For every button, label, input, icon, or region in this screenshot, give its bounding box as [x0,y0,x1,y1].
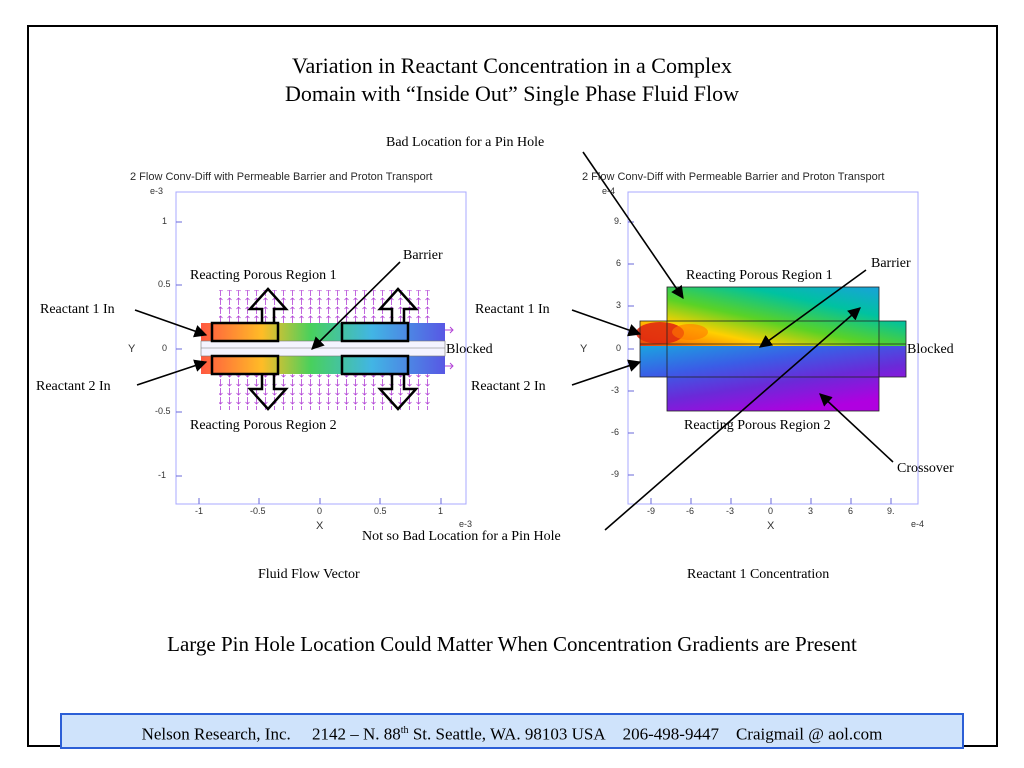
right-y-tick: 6 [616,258,622,268]
footer-company: Nelson Research, Inc. [141,724,291,744]
annotation-arrows [134,151,894,531]
left-porous-region-1 [219,290,430,324]
right-x-tick: -9 [647,506,656,516]
not-so-bad-pin-hole-label: Not so Bad Location for a Pin Hole [362,529,561,544]
right-x-label: X [767,520,775,532]
left-y-tick: 0 [162,343,168,353]
right-x-tick: -3 [726,506,735,516]
right-x-tick: 3 [808,506,814,516]
bad-pin-hole-label: Bad Location for a Pin Hole [386,135,545,150]
reactant2-right-label: Reactant 2 In [471,379,546,394]
left-y-exponent: e-3 [150,186,164,196]
crossover-label: Crossover [897,461,954,476]
right-x-exponent: e-4 [911,519,925,529]
left-plot-title: 2 Flow Conv-Diff with Permeable Barrier … [130,171,433,183]
right-x-tick: -6 [686,506,695,516]
conclusion-text: Large Pin Hole Location Could Matter Whe… [167,632,857,656]
right-y-tick: -6 [611,427,620,437]
bad-pin-hole-arrow [582,151,684,300]
left-channel-bottom [201,356,445,374]
left-plot [175,191,467,505]
title-line-2: Domain with “Inside Out” Single Phase Fl… [284,81,740,106]
reactant1-right-arrow [571,309,642,337]
title-line-1: Variation in Reactant Concentration in a… [292,53,732,78]
footer-email[interactable]: Craigmail @ aol.com [735,724,883,744]
left-y-tick: -0.5 [155,406,171,416]
barrier-right-arrow [758,269,867,348]
right-plot-area [627,191,919,505]
footer-address-pre: 2142 – N. 88 [312,724,401,744]
right-x-tick: 9. [887,506,895,516]
right-y-tick: -3 [611,385,620,395]
right-x-tick: 6 [848,506,854,516]
slide-title: Variation in Reactant Concentration in a… [0,52,1024,108]
right-x-tick: 0 [768,506,774,516]
left-x-tick: 1 [438,506,444,516]
left-y-label: Y [128,343,136,355]
left-x-exponent: e-3 [459,519,473,529]
left-plot-area [175,191,467,505]
footer-phone: 206-498-9447 [622,724,719,744]
right-y-tick: -9 [611,469,620,479]
reactant1-left-arrow [134,309,208,338]
reactant2-left-arrow [136,359,208,386]
right-y-label: Y [580,343,588,355]
region2-right-label: Reacting Porous Region 2 [684,418,831,433]
region2-left-label: Reacting Porous Region 2 [190,418,337,433]
right-plot [627,191,919,505]
reactant2-left-label: Reactant 2 In [36,379,111,394]
left-plot-caption: Fluid Flow Vector [258,567,360,582]
right-y-tick: 0 [616,343,622,353]
concentration-lower [640,346,906,411]
crossover-arrow [819,393,894,463]
region1-right-label: Reacting Porous Region 1 [686,268,833,283]
left-y-tick: 1 [162,216,168,226]
barrier-left-label: Barrier [403,248,443,263]
barrier-left-arrow [311,261,401,350]
left-x-tick: -0.5 [250,506,266,516]
left-x-label: X [316,520,324,532]
footer-address-post: St. Seattle, WA. 98103 USA [408,724,606,744]
footer-address-sup: th [400,725,409,736]
right-plot-title: 2 Flow Conv-Diff with Permeable Barrier … [582,171,885,183]
right-y-tick: 9. [614,216,622,226]
left-x-tick: -1 [195,506,204,516]
left-y-tick: 0.5 [158,279,171,289]
reactant1-left-label: Reactant 1 In [40,302,115,317]
left-x-tick: 0 [317,506,323,516]
left-porous-region-2 [219,374,430,410]
right-plot-caption: Reactant 1 Concentration [687,567,830,582]
region1-left-label: Reacting Porous Region 1 [190,268,337,283]
blocked-left-label: Blocked [446,342,493,357]
footer-banner: Nelson Research, Inc. 2142 – N. 88th St.… [60,713,964,749]
left-x-tick: 0.5 [374,506,387,516]
right-y-tick: 3 [616,300,622,310]
right-y-exponent: e-4 [602,186,616,196]
reactant2-right-arrow [571,359,642,386]
reactant1-right-label: Reactant 1 In [475,302,550,317]
left-y-tick: -1 [158,470,167,480]
barrier-right-label: Barrier [871,256,911,271]
not-so-bad-pin-hole-arrow [604,307,861,531]
left-barrier [200,340,446,357]
blocked-right-label: Blocked [907,342,954,357]
left-channel-top [201,323,445,341]
